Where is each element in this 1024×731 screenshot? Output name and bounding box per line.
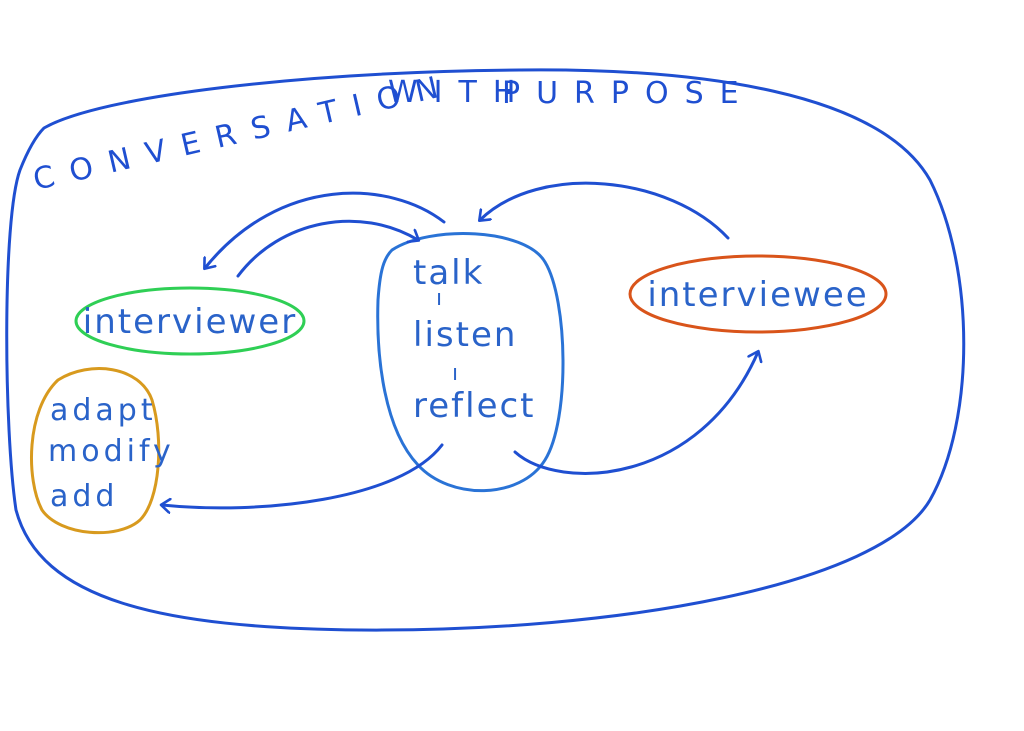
- actions-item-add: add: [50, 479, 118, 514]
- interviewee-node-border: [628, 254, 888, 334]
- arrow-center-to-interviewer: [205, 191, 446, 268]
- actions-node-border: [30, 367, 161, 535]
- arrow-interviewee-to-center: [480, 181, 730, 240]
- interviewer-label: interviewer: [83, 302, 297, 342]
- interviewee-label: interviewee: [647, 275, 868, 315]
- center-item-reflect: reflect: [413, 386, 536, 426]
- arrow-center-to-actions: [162, 443, 444, 508]
- center-separator-2: ı: [452, 361, 458, 386]
- center-separator-1: ı: [436, 286, 442, 311]
- arrow-center-to-interviewee: [513, 352, 758, 475]
- center-node-border: [376, 232, 565, 493]
- outer-boundary: [5, 68, 966, 632]
- actions-item-modify: modify: [48, 434, 175, 469]
- title-word-purpose: PURPOSE: [502, 76, 755, 111]
- center-item-listen: listen: [413, 315, 517, 355]
- interviewer-node-border: [74, 286, 306, 356]
- arrow-interviewer-to-center: [236, 219, 418, 278]
- center-item-talk: talk: [413, 253, 484, 293]
- title-word-with: WITH: [388, 75, 531, 110]
- actions-item-adapt: adapt: [50, 393, 157, 428]
